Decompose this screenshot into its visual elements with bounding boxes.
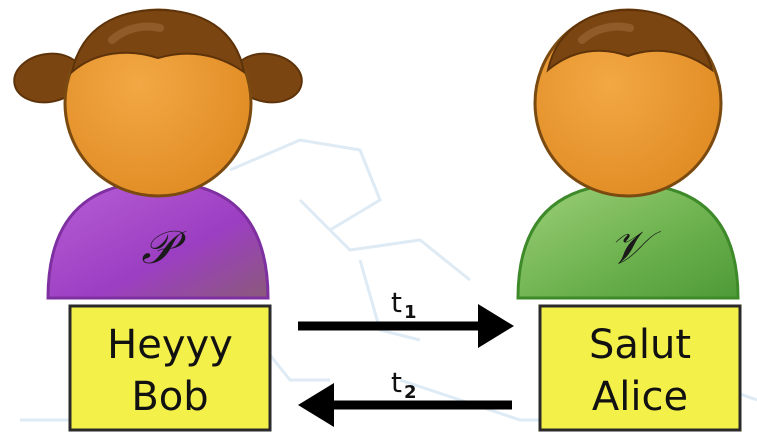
prover-hair [70,8,246,75]
arrow-t1-label: t [391,286,402,319]
prover-message-line-2: Bob [131,374,208,420]
prover-figure: 𝒫 [13,8,303,300]
arrow-t1-subscript: 1 [404,302,417,323]
verifier-hair [546,8,714,73]
prover-message-box: Heyyy Bob [68,304,272,432]
arrow-t2-label: t [391,366,402,399]
arrow-t1: t 1 [298,286,514,348]
verifier-figure: 𝒱 [516,8,740,300]
verifier-message-box: Salut Alice [538,304,742,432]
prover-message-line-1: Heyyy [107,322,233,368]
arrow-t2-subscript: 2 [404,382,417,403]
verifier-message-line-2: Alice [592,374,688,420]
arrow-t2: t 2 [298,366,512,427]
verifier-message-line-1: Salut [589,322,691,368]
